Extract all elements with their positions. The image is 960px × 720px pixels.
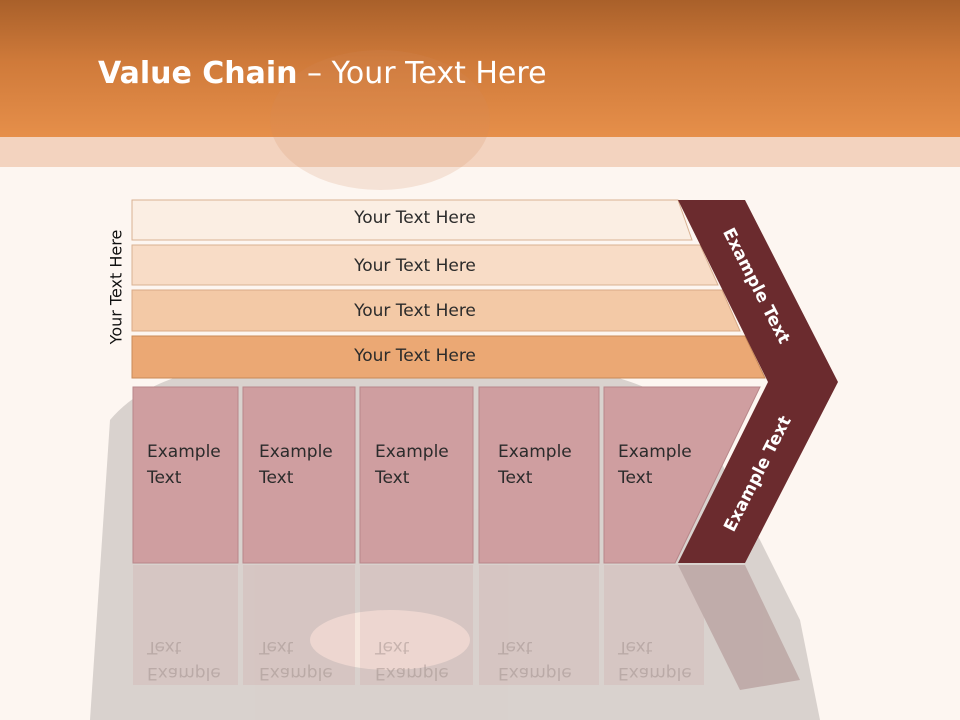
bar-2 [131,244,719,286]
column-2 [242,386,356,564]
bar-1 [131,199,693,241]
header-band [0,0,960,137]
bar-3 [131,289,741,332]
bar-3-label: Your Text Here [354,301,476,321]
bar-1-label: Your Text Here [354,208,476,228]
bar-4-label: Your Text Here [354,346,476,366]
column-4 [478,386,600,564]
column-5 [603,386,761,564]
chevron-arrow [678,200,838,563]
bar-4 [131,335,766,379]
header-sub-band [0,137,960,167]
page-title: Value Chain – Your Text Here [98,56,547,91]
column-3 [359,386,474,564]
side-label: Your Text Here [106,229,126,345]
reflection [133,565,800,690]
column-1 [132,386,239,564]
bar-2-label: Your Text Here [354,256,476,276]
